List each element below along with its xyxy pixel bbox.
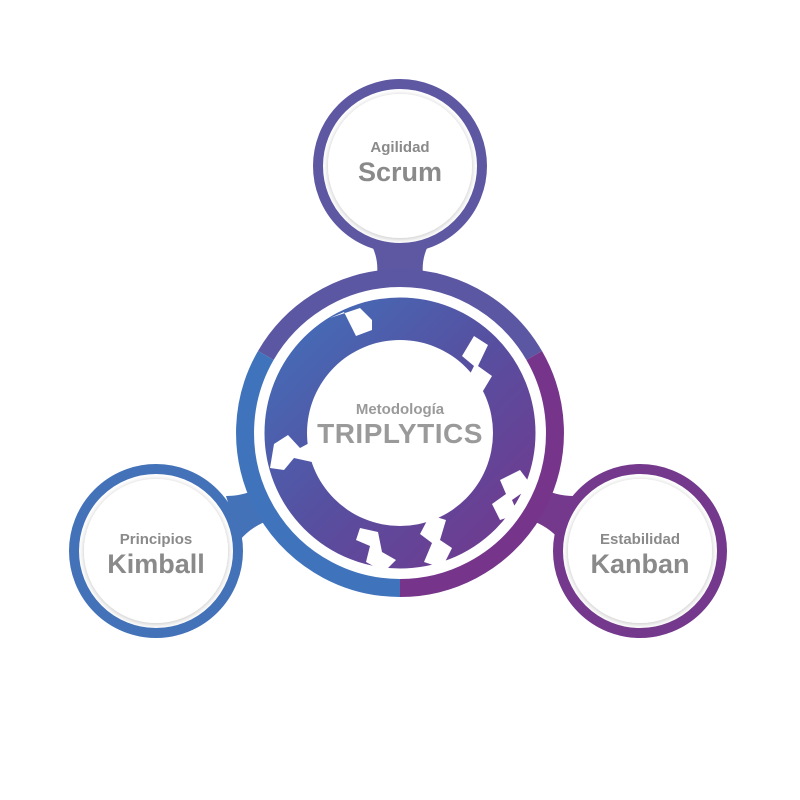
node-kanban-subtitle: Estabilidad xyxy=(600,531,680,548)
cycle-gap-top-left xyxy=(330,308,372,336)
cycle-gap-bottom-left xyxy=(356,528,396,572)
ring-arc-left xyxy=(236,351,401,597)
node-scrum-inner xyxy=(328,94,472,238)
node-kimball-title: Kimball xyxy=(107,549,205,579)
cycle-gap-top-right xyxy=(462,336,492,396)
node-kimball-inner xyxy=(84,479,228,623)
cycle-gap-left xyxy=(270,435,315,470)
node-kanban-inner xyxy=(568,479,712,623)
center-subtitle: Metodología xyxy=(356,401,445,418)
cycle-arrows xyxy=(261,294,539,572)
cycle-gap-bottom xyxy=(420,515,452,568)
node-kimball-subtitle: Principios xyxy=(120,531,193,548)
center-title: TRIPLYTICS xyxy=(317,418,483,449)
ring-arc-right xyxy=(399,351,564,597)
node-scrum-subtitle: Agilidad xyxy=(370,139,429,156)
center-label: Metodología TRIPLYTICS xyxy=(317,401,483,449)
node-kanban-title: Kanban xyxy=(590,549,689,579)
ring-arc-top xyxy=(258,269,542,361)
node-scrum: Agilidad Scrum xyxy=(313,79,487,253)
node-kimball: Principios Kimball xyxy=(69,464,243,638)
cycle-gap-right-lower xyxy=(492,470,532,520)
node-scrum-title: Scrum xyxy=(358,157,442,187)
node-kanban: Estabilidad Kanban xyxy=(553,464,727,638)
